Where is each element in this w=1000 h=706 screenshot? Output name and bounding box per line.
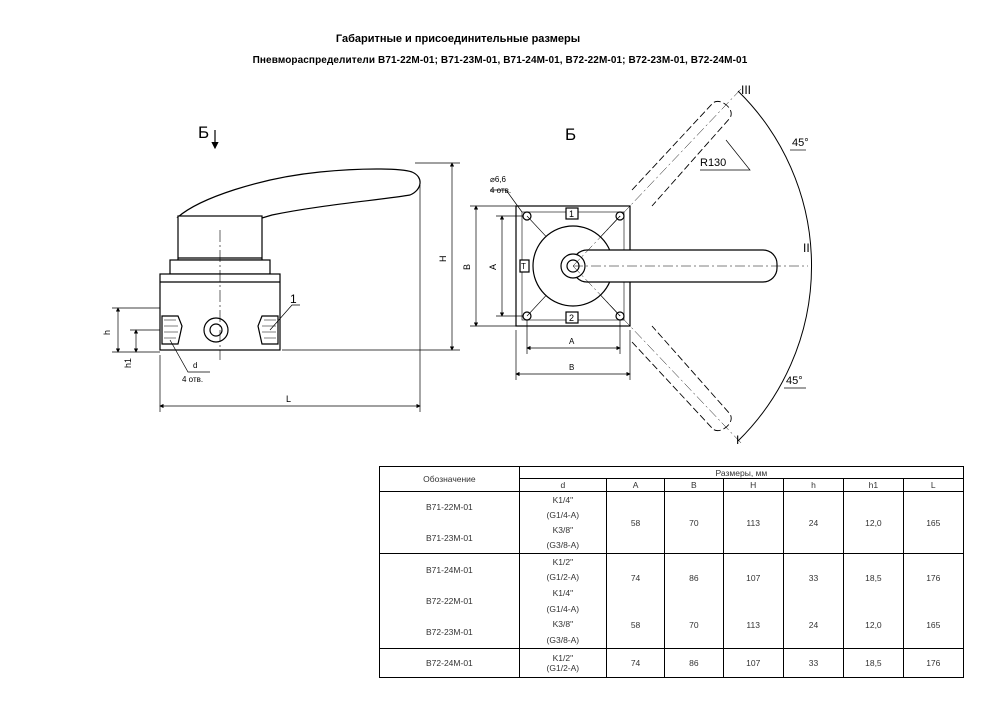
row-name: В71-23М-01 [426,532,473,543]
thread-size: K3/8" [552,619,574,630]
cell-H: 107 [722,648,784,678]
cell-h1: 18,5 [865,572,882,583]
cell-H: 113 [722,491,784,554]
cell-B: 70 [664,491,724,554]
row-name: В72-22М-01 [426,595,473,606]
row-name: В72-24М-01 [379,648,520,678]
section-mark: Б [198,123,209,142]
angle-top-label: 45° [792,137,809,149]
thread-size-iso: (G1/4-A) [546,509,580,520]
cell-H: 107 [746,572,761,583]
dim-h1-label: h1 [123,358,133,368]
cell-h: 24 [808,619,819,630]
cell-L: 176 [902,648,965,678]
cell-B: 86 [689,572,699,583]
side-hole-note: 4 отв. [182,375,203,384]
cell-L: 176 [926,572,941,583]
page-title: Габаритные и присоединительные размеры [335,33,581,45]
position-II-label: II [803,241,810,255]
hole-size-label: ⌀6,6 [490,175,506,184]
side-view [112,130,460,412]
leader-1-label: 1 [290,292,297,306]
dim-B-label: B [569,363,574,372]
cell-B: 70 [689,619,699,630]
thread-size: K3/8" [552,525,574,536]
dim-B-vert-label: B [462,264,472,270]
thread-size-iso: (G3/8-A) [546,635,580,646]
col-B-header: B [664,478,724,492]
radius-label: R130 [700,157,726,169]
dim-L-label: L [286,394,291,404]
row-name: В72-23М-01 [426,627,473,638]
page-subtitle: Пневмораспределители В71-22М-01; В71-23М… [252,55,748,66]
thread-size: K1/4" [552,588,574,599]
cell-L: 165 [926,619,941,630]
col-h-header: h [782,478,845,492]
cell-H: 113 [746,619,760,630]
cell-h1: 18,5 [843,648,904,678]
dim-d-label: d [193,361,197,370]
port-2-label: 2 [569,313,574,323]
angle-bottom-label: 45° [786,375,803,387]
col-designation-header: Обозначение [379,466,520,492]
view-label: Б [565,125,576,144]
port-T-label: T [521,262,526,271]
row-name: В71-22М-01 [426,502,473,513]
table-row: В72-24М-01 K1/2" (G1/2-A) 74 86 107 33 1… [379,648,965,678]
thread-size-iso: (G3/8-A) [546,540,580,551]
dimensions-table: Обозначение Размеры, мм d A B H h h1 L В… [379,466,965,678]
dim-H-label: H [438,256,448,263]
table-row: В71-24М-01 В72-22М-01 В72-23М-01 K1/2" (… [379,553,965,649]
col-A-header: A [605,478,666,492]
col-group-header: Размеры, мм [518,466,965,479]
port-1-label: 1 [569,209,574,219]
col-h1-header: h1 [843,478,904,492]
top-hole-note: 4 отв. [490,186,511,195]
thread-size: K1/2" [552,653,574,663]
cell-h: 33 [808,572,819,583]
top-view-labels: Б ⌀6,6 4 отв. B A A B 1 2 T R130 45° 45°… [462,83,810,447]
cell-L: 165 [902,491,965,554]
thread-size: K1/4" [552,494,574,505]
col-d-header: d [518,478,607,492]
thread-size-iso: (G1/4-A) [546,603,580,614]
dim-A-vert-label: A [488,264,498,270]
row-name: В71-24М-01 [426,564,473,575]
thread-size: K1/2" [552,556,574,567]
cell-A: 58 [605,491,666,554]
position-III-label: III [741,83,751,97]
cell-h: 33 [782,648,845,678]
col-L-header: L [902,478,965,492]
cell-h1: 12,0 [865,619,882,630]
cell-A: 74 [630,572,641,583]
table-row: В71-22М-01 В71-23М-01 K1/4" (G1/4-A) K3/… [379,491,965,554]
dim-h-label: h [102,330,112,335]
col-H-header: H [722,478,784,492]
position-I-label: I [736,433,739,447]
dim-A-label: A [569,337,575,346]
top-view [470,87,813,445]
thread-size-iso: (G1/2-A) [546,663,580,673]
cell-A: 74 [605,648,666,678]
cell-B: 86 [664,648,724,678]
side-view-labels: Б H L h h1 d 4 отв. 1 [102,123,448,404]
cell-A: 58 [630,619,641,630]
thread-size-iso: (G1/2-A) [546,572,580,583]
cell-h: 24 [782,491,845,554]
cell-h1: 12,0 [843,491,904,554]
